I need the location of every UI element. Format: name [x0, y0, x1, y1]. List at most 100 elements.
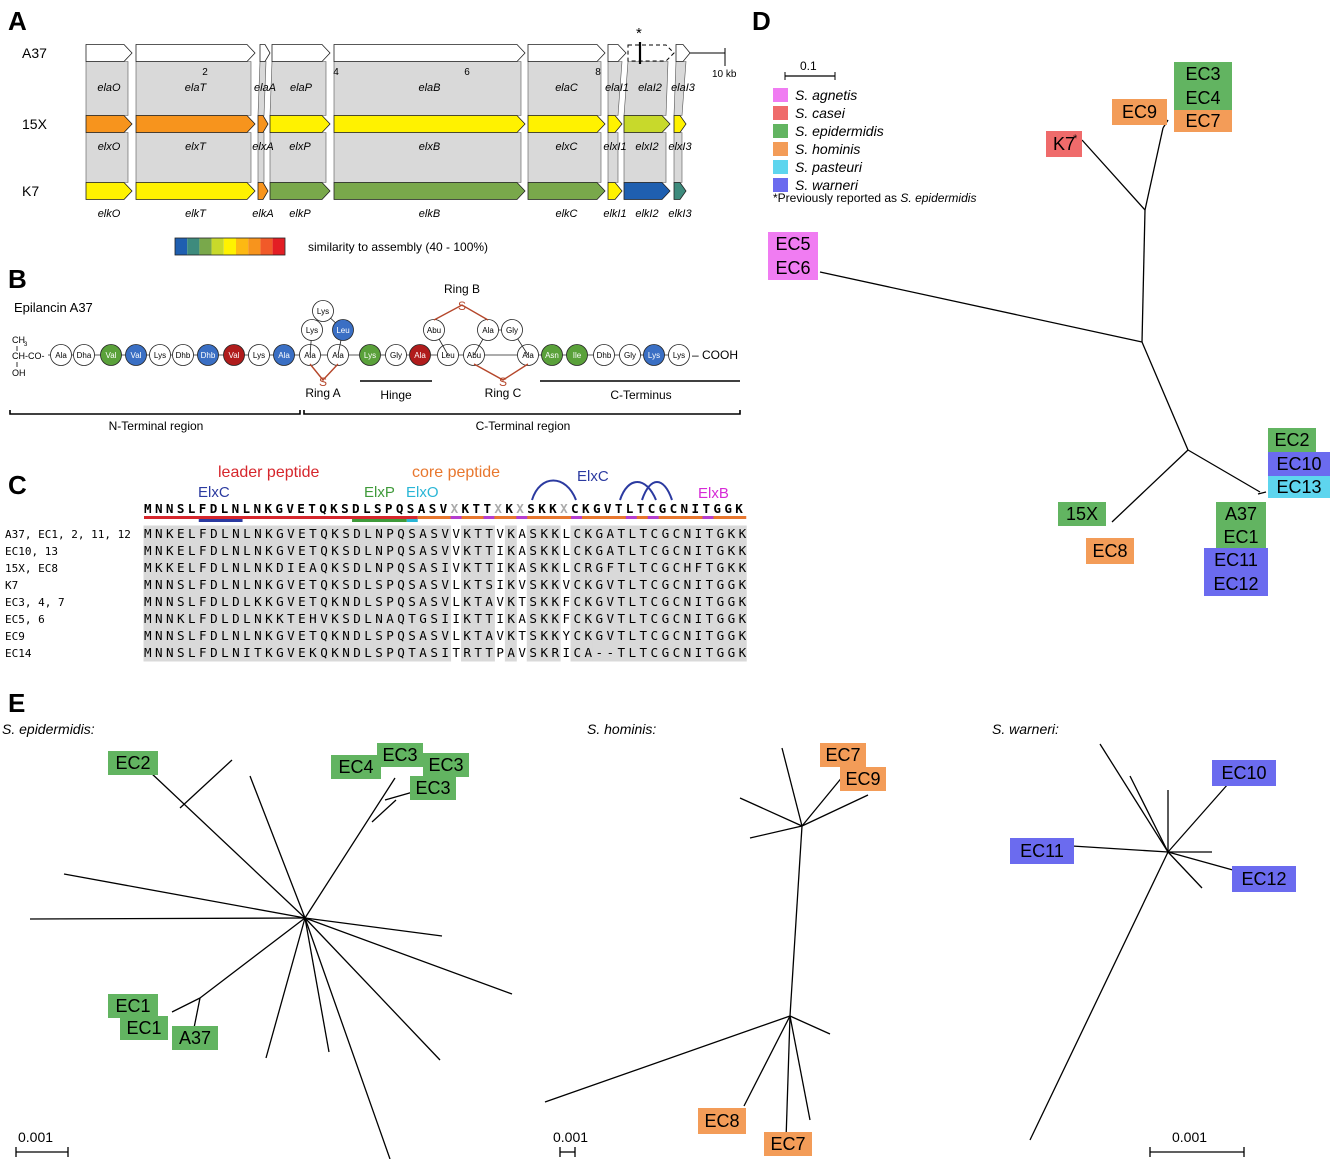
conserved-cell	[592, 593, 605, 611]
conserved-cell	[570, 525, 583, 543]
conserved-cell	[417, 576, 430, 594]
nterm-chco: CH-CO-	[12, 351, 45, 361]
row-sequence: MNNKLFDLDLNKKTEHVKSDLNAQTGSIIKTTIKASKKFC…	[144, 611, 747, 626]
conserved-cell	[187, 559, 200, 577]
consensus-residue: C	[571, 501, 579, 516]
residue-circle	[50, 344, 72, 366]
conserved-cell	[723, 593, 736, 611]
conserved-cell	[242, 525, 254, 543]
scale-e-hom-label: 0.001	[553, 1129, 588, 1145]
row-label: 15X, EC8	[5, 562, 58, 575]
conserved-cell	[570, 644, 583, 662]
epi-b1	[149, 771, 306, 919]
conserved-cell	[242, 542, 254, 560]
conserved-cell	[669, 576, 682, 594]
conserved-cell	[581, 627, 594, 645]
gene-arrow	[257, 182, 269, 200]
conserved-cell	[209, 559, 222, 577]
epi-b7	[63, 873, 306, 919]
conserved-cell	[274, 610, 287, 628]
tree-label-ec1b: EC1	[126, 1018, 161, 1038]
tree-label-ec10: EC10	[1221, 763, 1266, 783]
conserved-cell	[209, 610, 222, 628]
conserved-cell	[603, 610, 616, 628]
conserved-cell	[570, 559, 583, 577]
tree-label-box	[1174, 86, 1232, 110]
gene-label: elkC	[555, 208, 577, 220]
conserved-cell	[285, 593, 298, 611]
legend-note: *Previously reported as S. epidermidis	[773, 191, 976, 205]
conserved-cell	[143, 644, 156, 662]
war-b8	[1099, 743, 1169, 853]
hom-b2	[739, 797, 803, 827]
consensus-residue: A	[418, 501, 426, 516]
conserved-cell	[603, 542, 616, 560]
conserved-cell	[384, 644, 397, 662]
conserved-cell	[658, 525, 671, 543]
conserved-cell	[220, 644, 233, 662]
conserved-cell	[406, 593, 419, 611]
conserved-cell	[209, 525, 222, 543]
tree-label-box	[768, 232, 818, 256]
conserved-cell	[548, 525, 561, 543]
modification-site-bar	[450, 516, 462, 519]
tree-label-ec3b: EC3	[428, 755, 463, 775]
conserved-cell	[636, 542, 649, 560]
conserved-cell	[285, 610, 298, 628]
residue-circle	[312, 300, 334, 322]
legend-label: S. epidermidis	[795, 123, 884, 139]
tree-label-ec3a: EC3	[382, 745, 417, 765]
modification-site-bar	[483, 516, 495, 519]
conserved-cell	[636, 559, 649, 577]
conserved-cell	[723, 525, 736, 543]
consensus-residue: L	[626, 501, 634, 516]
scale-e-epi-label: 0.001	[18, 1129, 53, 1145]
consensus-residue: V	[440, 501, 448, 516]
ring-c-bridge	[473, 363, 529, 381]
nterm-oh: OH	[12, 368, 26, 378]
epi-b16	[304, 917, 391, 1159]
conserved-cell	[165, 525, 178, 543]
conserved-cell	[504, 576, 517, 594]
scale-tick-4: 4	[333, 67, 339, 78]
conserved-cell	[603, 644, 616, 662]
conserved-cell	[373, 593, 386, 611]
conserved-cell	[318, 525, 331, 543]
residue-label: Leu	[336, 326, 349, 335]
conserved-cell	[231, 610, 244, 628]
conserved-cell	[406, 644, 419, 662]
conserved-cell	[209, 542, 222, 560]
conserved-cell	[537, 559, 550, 577]
consensus-residue: Q	[396, 501, 404, 516]
tree-label-box	[1204, 572, 1268, 596]
gene-label: elaP	[290, 82, 313, 94]
conserved-cell	[734, 559, 747, 577]
tree-label-box	[698, 1108, 746, 1134]
conserved-cell	[176, 559, 189, 577]
tree-label-ec1a: EC1	[115, 996, 150, 1016]
tree-label-k7: K7	[1053, 134, 1075, 154]
residue-label: Abu	[467, 351, 481, 360]
elxc-label-2: ElxC	[577, 468, 609, 485]
conserved-cell	[263, 525, 276, 543]
tree-label-ec8: EC8	[1092, 541, 1127, 561]
elxp-label: ElxP	[364, 484, 395, 501]
gene-arrow	[527, 182, 606, 200]
conserved-cell	[209, 627, 222, 645]
homology-shade	[673, 132, 683, 183]
consensus-residue: M	[144, 501, 152, 516]
row-label: EC5, 6	[5, 613, 45, 626]
conserved-cell	[680, 559, 692, 577]
conserved-cell	[285, 542, 298, 560]
conserved-cell	[362, 559, 375, 577]
conserved-cell	[263, 593, 276, 611]
tree-label-box	[840, 767, 886, 791]
conserved-cell	[406, 610, 419, 628]
deletion-asterisk: *	[636, 25, 642, 42]
conserved-cell	[176, 525, 189, 543]
conserved-cell	[154, 610, 167, 628]
gene-arrow	[673, 182, 687, 200]
tree-label-ec13: EC13	[1276, 477, 1321, 497]
conserved-cell	[723, 576, 736, 594]
